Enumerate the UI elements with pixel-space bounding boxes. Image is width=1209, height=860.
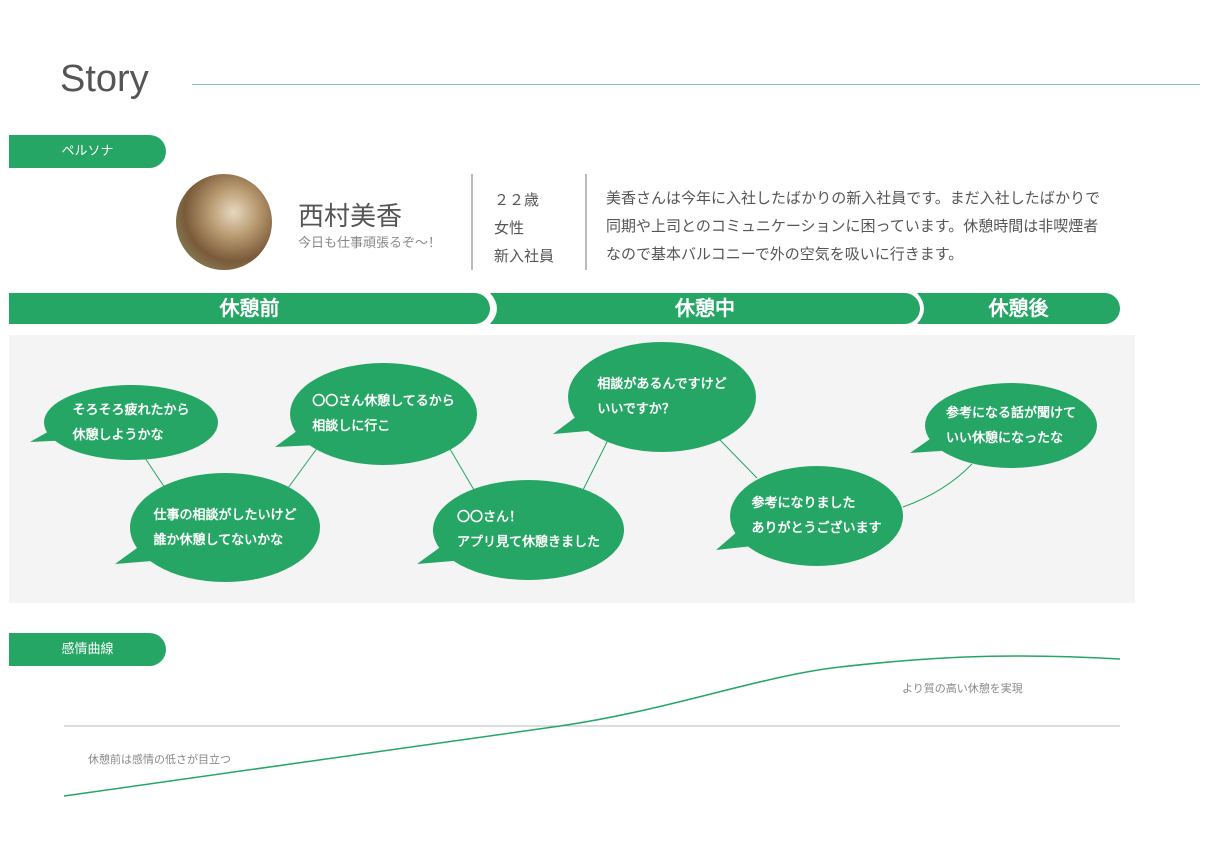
connector bbox=[449, 448, 475, 491]
persona-tag: ペルソナ bbox=[9, 135, 166, 168]
bubble-text: 〇〇さん休憩してるから 相談しに行こ bbox=[312, 394, 455, 434]
persona-motto: 今日も仕事頑張るぞ〜！ bbox=[298, 236, 442, 251]
speech-bubble: そろそろ疲れたから 休憩しようかな bbox=[44, 385, 218, 460]
speech-bubble: 〇〇さん！ アプリ見て休憩きました bbox=[433, 480, 624, 580]
connector bbox=[582, 439, 609, 491]
persona-role: 新入社員 bbox=[494, 247, 555, 265]
phase-during: 休憩中 bbox=[490, 293, 920, 324]
connector bbox=[902, 463, 973, 508]
low-note: 休憩前は感情の低さが目立つ bbox=[88, 753, 231, 766]
bubble-text: 参考になりました ありがとうございます bbox=[751, 496, 882, 536]
avatar bbox=[176, 174, 272, 270]
persona-name: 西村美香 bbox=[298, 202, 403, 232]
bubble-text: 相談があるんですけど いいですか？ bbox=[597, 377, 727, 417]
speech-bubble: 仕事の相談がしたいけど 誰か休憩してないかな bbox=[130, 473, 320, 582]
speech-bubble: 相談があるんですけど いいですか？ bbox=[568, 342, 756, 452]
persona-description: 美香さんは今年に入社したばかりの新入社員です。まだ入社したばかりで同期や上司との… bbox=[606, 189, 1101, 263]
speech-bubble: 参考になる話が聞けて いい休憩になったな bbox=[925, 383, 1097, 468]
persona-gender: 女性 bbox=[494, 219, 525, 237]
title-divider bbox=[192, 84, 1200, 85]
page-title: Story bbox=[60, 58, 149, 100]
connector bbox=[287, 446, 319, 489]
phase-after: 休憩後 bbox=[917, 293, 1120, 324]
persona-attributes: ２２歳 女性 新入社員 bbox=[494, 186, 554, 270]
divider bbox=[471, 174, 473, 270]
bubble-text: 参考になる話が聞けて いい休憩になったな bbox=[945, 405, 1076, 446]
bubble-text: 仕事の相談がしたいけど 誰か休憩してないかな bbox=[153, 507, 297, 548]
speech-bubble: 〇〇さん休憩してるから 相談しに行こ bbox=[290, 363, 477, 465]
divider bbox=[585, 174, 587, 270]
phase-before: 休憩前 bbox=[9, 293, 490, 324]
emotion-tag: 感情曲線 bbox=[9, 633, 166, 666]
bubble-text: 〇〇さん！ アプリ見て休憩きました bbox=[456, 510, 600, 550]
bubble-text: そろそろ疲れたから 休憩しようかな bbox=[72, 402, 190, 443]
persona-age: ２２歳 bbox=[494, 191, 540, 209]
connector bbox=[144, 457, 166, 489]
connector bbox=[719, 439, 758, 479]
speech-bubble: 参考になりました ありがとうございます bbox=[730, 466, 903, 566]
high-note: より質の高い休憩を実現 bbox=[902, 682, 1023, 695]
